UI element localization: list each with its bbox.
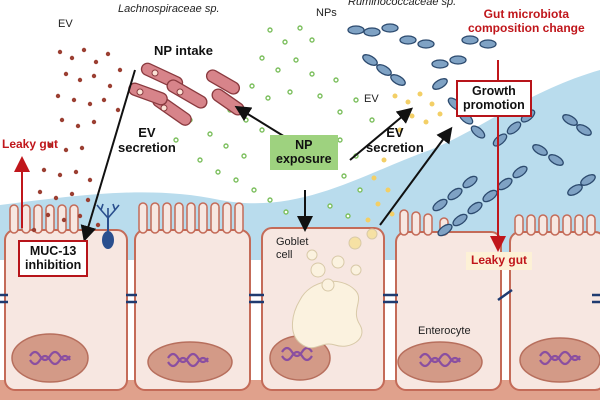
np-intake-label: NP intake <box>154 43 214 58</box>
leaky-gut-right-label: Leaky gut <box>466 252 533 270</box>
goblet-cell-label: Goblet cell <box>276 236 309 261</box>
dna-strands <box>29 346 581 368</box>
ev-secretion-left-label: EV secretion <box>118 125 176 155</box>
nps-label: NPs <box>316 7 337 19</box>
np-dots <box>173 25 375 219</box>
microvilli <box>9 202 596 236</box>
ev-dots-left <box>31 47 123 233</box>
ruminococcaceae-label: Ruminococcaceae sp. <box>348 0 457 8</box>
ev-label-top-left: EV <box>58 18 73 30</box>
growth-promotion-box: Growth promotion <box>456 80 532 117</box>
ev-secretion-right-label: EV secretion <box>366 125 424 155</box>
lachnospiraceae-spores <box>136 69 184 112</box>
enterocyte-label: Enterocyte <box>418 325 471 337</box>
arrow-np-intake <box>234 105 291 141</box>
lachnospiraceae-label: Lachnospiraceae sp. <box>118 3 220 15</box>
np-exposure-box: NP exposure <box>270 135 338 170</box>
arrow-ev-secretion-right <box>379 126 453 226</box>
muc13-receptor <box>96 203 120 249</box>
leaky-gut-left-label: Leaky gut <box>2 137 59 151</box>
gut-microbiota-change-label: Gut microbiota composition change <box>468 7 585 35</box>
arrow-growth-promotion <box>349 107 414 161</box>
arrow-ev-secretion-left <box>80 69 136 242</box>
muc13-inhibition-box: MUC-13 inhibition <box>18 240 89 277</box>
ev-label-mid: EV <box>364 93 379 105</box>
ev-dots-right <box>365 91 443 223</box>
goblet-granules <box>292 228 378 349</box>
tight-junctions <box>0 288 600 304</box>
ruminococcaceae-bacteria <box>347 23 596 237</box>
lachnospiraceae-bacteria <box>128 62 245 126</box>
mucus-layer <box>0 70 600 260</box>
